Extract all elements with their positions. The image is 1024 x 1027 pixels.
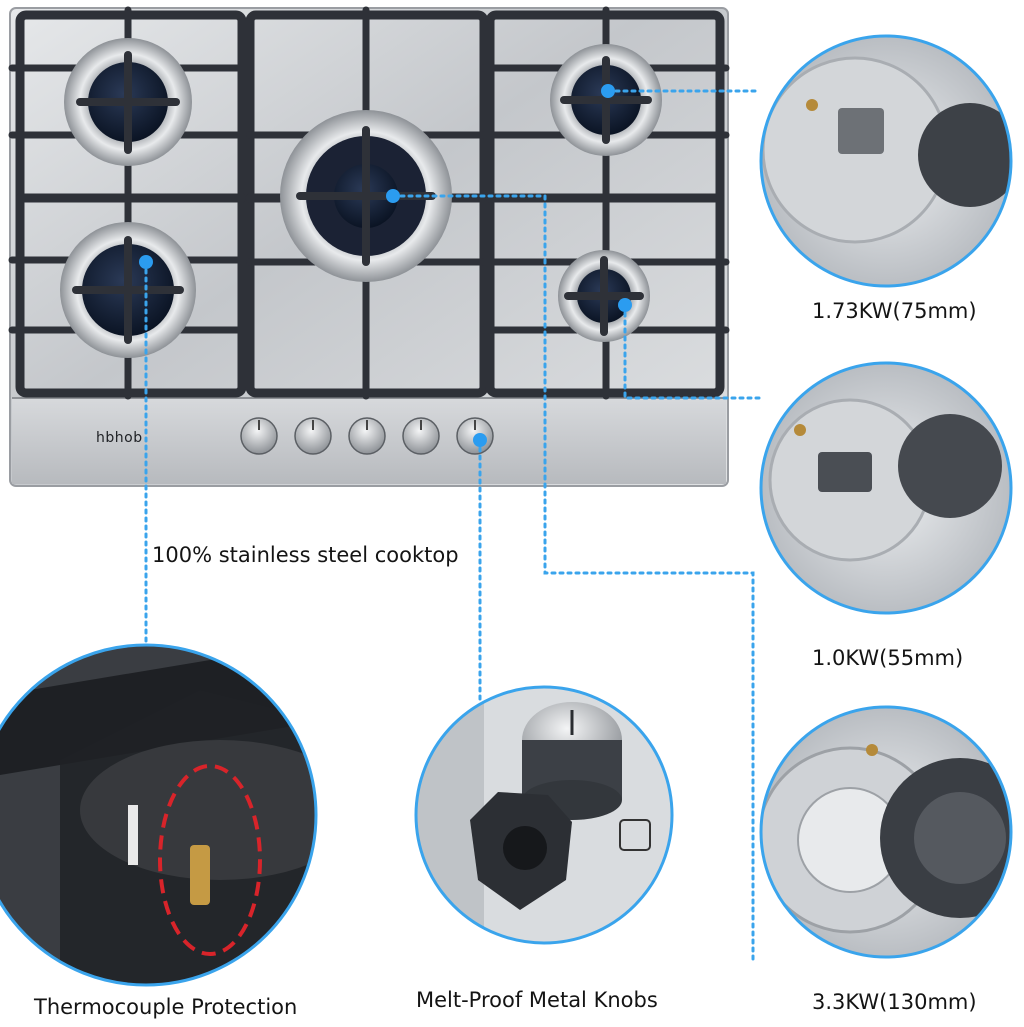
- knobs-label: Melt-Proof Metal Knobs: [416, 988, 658, 1012]
- knob-1: [240, 417, 278, 455]
- burner-medium-label: 1.73KW(75mm): [812, 299, 977, 323]
- knob-3: [348, 417, 386, 455]
- cooktop-material-label: 100% stainless steel cooktop: [152, 543, 459, 567]
- control-knobs: [240, 417, 494, 455]
- thermocouple-label: Thermocouple Protection: [34, 995, 298, 1019]
- brand-logo: hbhob: [96, 430, 143, 446]
- burner-wok-label: 3.3KW(130mm): [812, 990, 977, 1014]
- zoom-thermocouple: [0, 643, 318, 987]
- burner-auxiliary-label: 1.0KW(55mm): [812, 646, 964, 670]
- leader-dots: [139, 84, 632, 447]
- leader-lines: [144, 89, 762, 962]
- zoom-burner-auxiliary: [759, 361, 1013, 615]
- zoom-knobs: [414, 685, 674, 945]
- knob-4: [402, 417, 440, 455]
- knob-2: [294, 417, 332, 455]
- zoom-burner-wok: [759, 705, 1013, 959]
- zoom-burner-medium: [759, 34, 1013, 288]
